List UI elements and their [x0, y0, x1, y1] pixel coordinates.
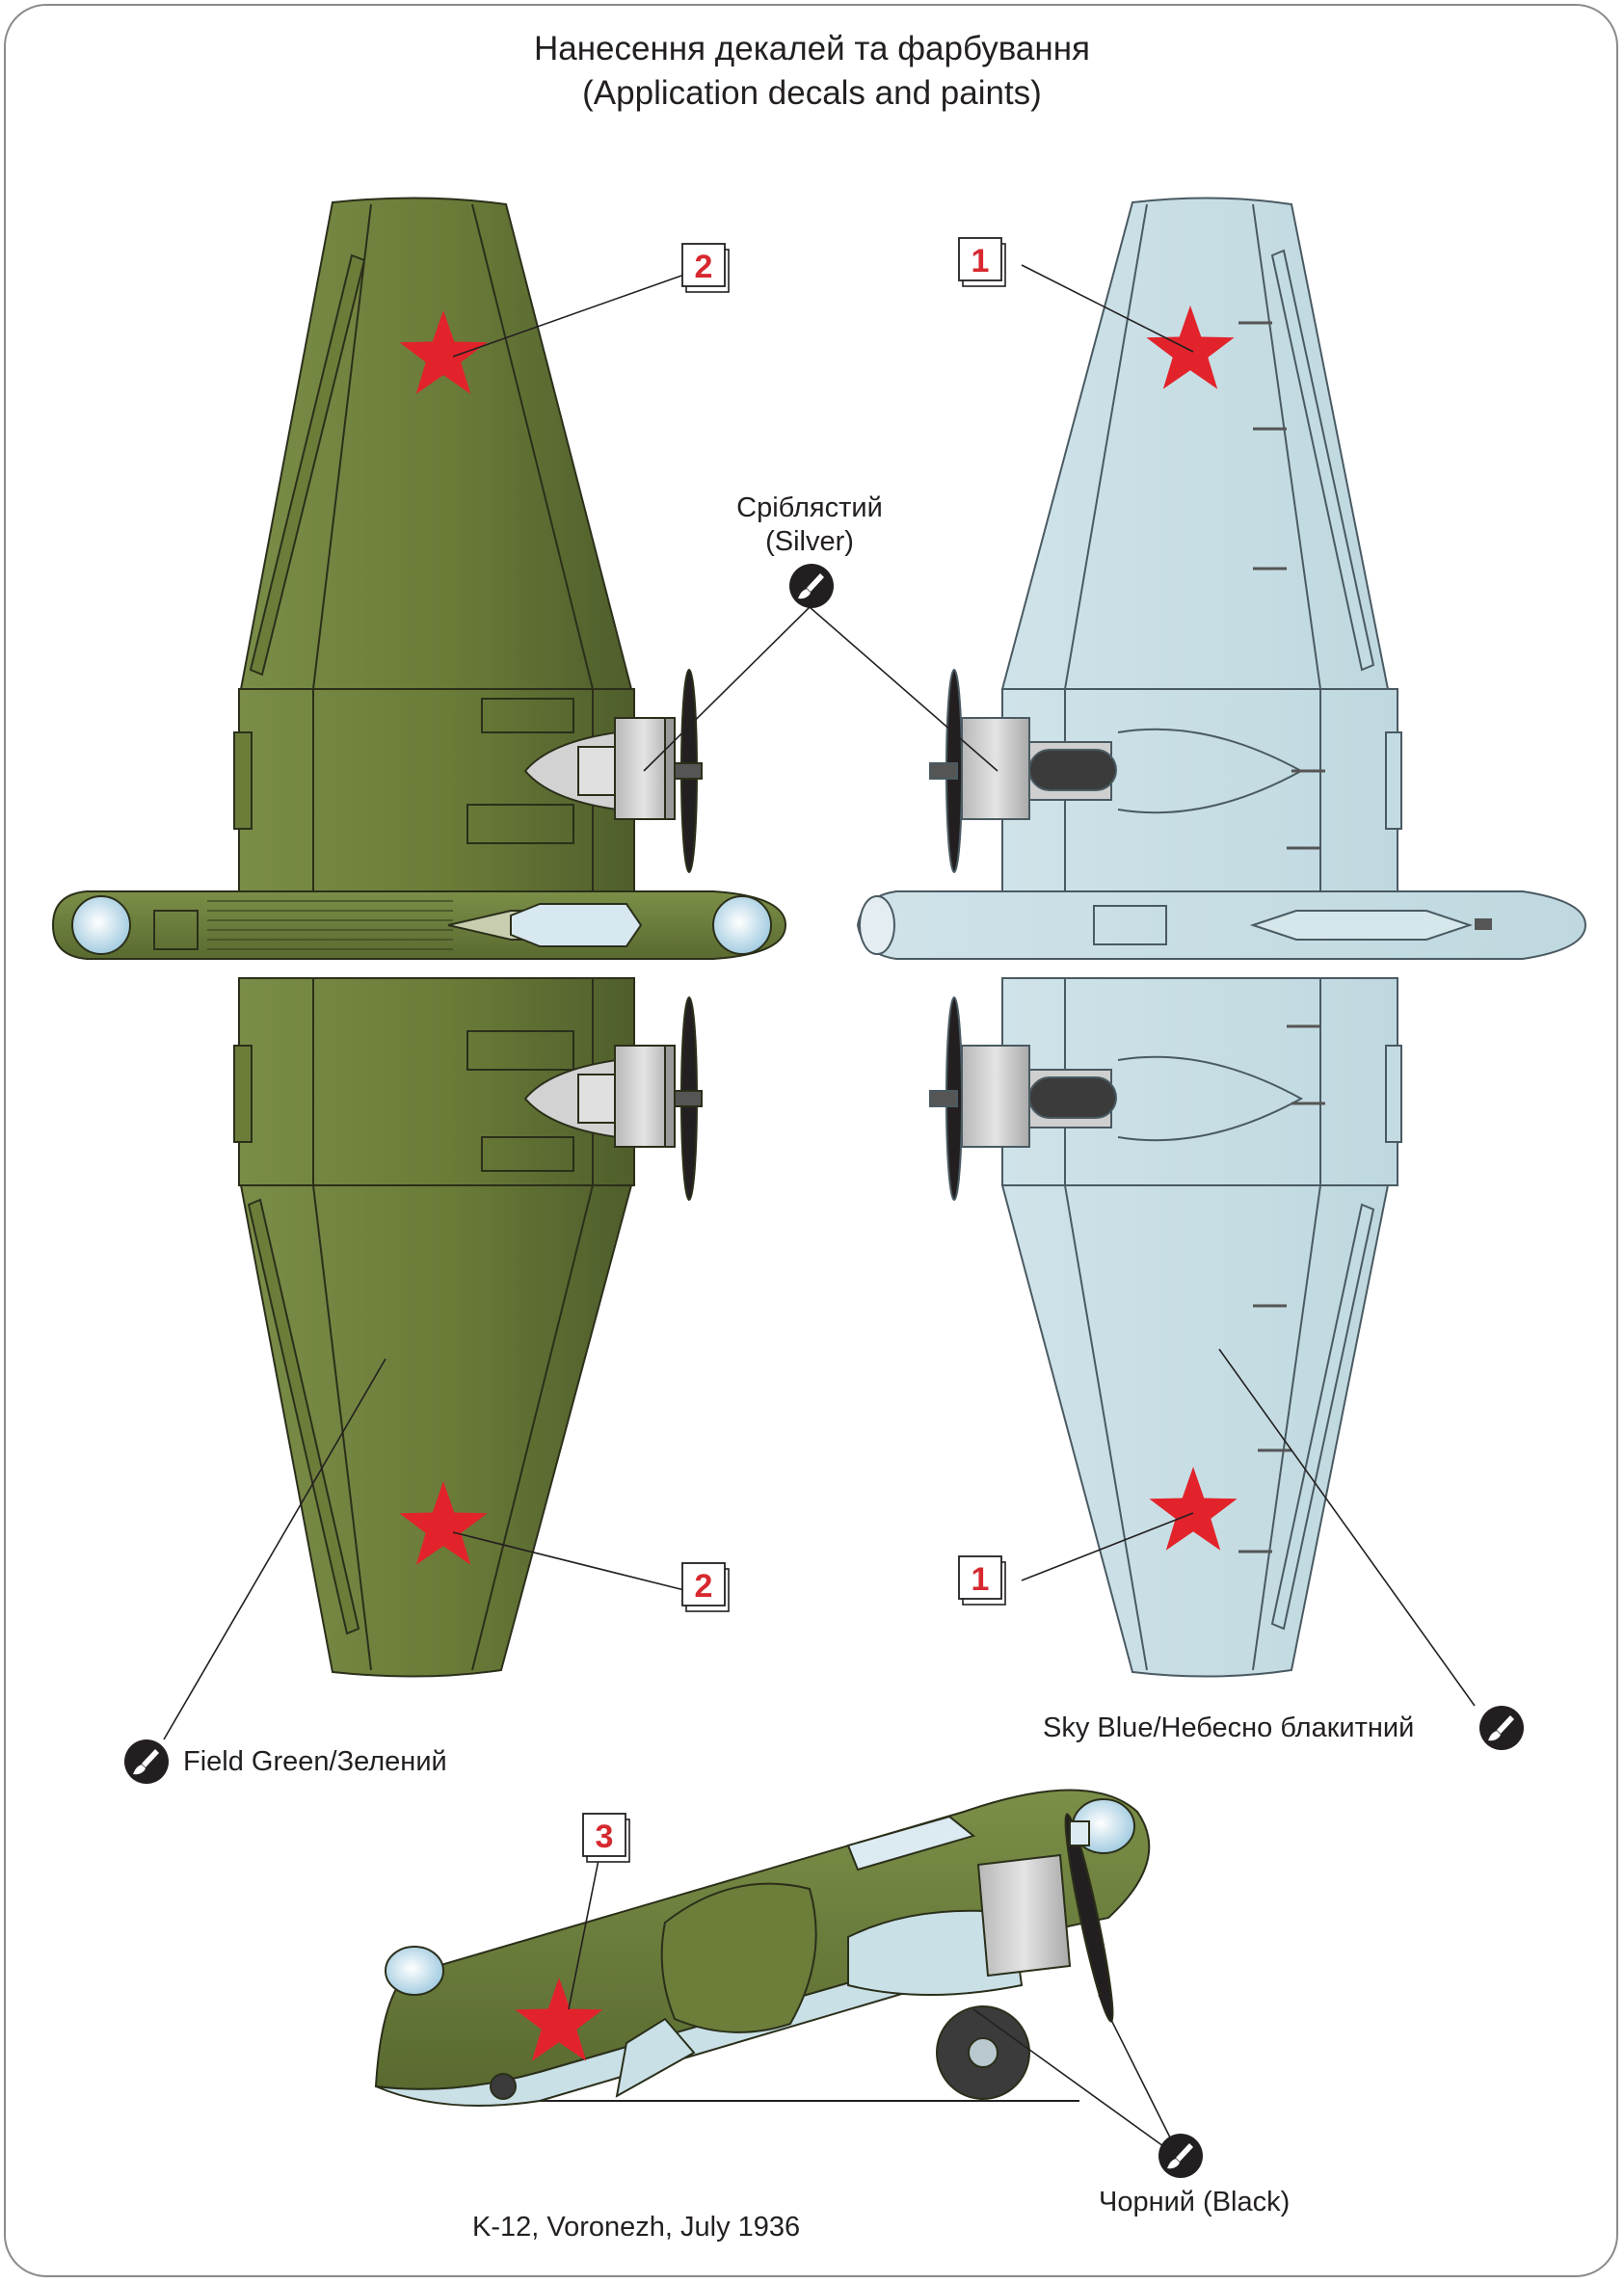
black-label: Чорний (Black) — [1099, 2187, 1291, 2217]
decal-box-lower-right-top: 1 — [958, 237, 1006, 287]
lower-right-engine-bottom — [929, 996, 1117, 1201]
silver-label-ua: Сріблястий — [736, 492, 883, 523]
paint-brush-icon — [1479, 1706, 1524, 1750]
field-green-label: Field Green/Зелений — [183, 1746, 447, 1777]
decal-number: 1 — [972, 243, 990, 279]
decal-box-lower-right-bottom: 1 — [958, 1555, 1006, 1606]
aircraft-caption: K-12, Voronezh, July 1936 — [472, 2212, 801, 2243]
decal-box-upper-left-bottom: 2 — [681, 1562, 730, 1612]
paint-brush-icon — [789, 564, 834, 608]
paint-brush-icon — [1158, 2134, 1203, 2178]
sky-blue-label: Sky Blue/Небесно блакитний — [1043, 1712, 1415, 1743]
decal-number: 1 — [972, 1561, 990, 1598]
decal-number: 3 — [596, 1818, 614, 1855]
upper-left-engine-top — [523, 669, 703, 873]
decal-number: 2 — [695, 1568, 713, 1605]
lower-view-blue — [856, 197, 1587, 1678]
silver-label-en: (Silver) — [765, 526, 854, 557]
leader-lines — [163, 264, 1476, 2160]
side-view — [374, 1789, 1151, 2107]
decal-box-side: 3 — [582, 1813, 630, 1863]
decal-number: 2 — [695, 249, 713, 285]
page-frame — [4, 4, 1618, 2277]
decal-box-upper-left-top: 2 — [681, 243, 730, 293]
paint-brush-icon — [124, 1739, 169, 1784]
upper-view-green — [51, 197, 787, 1678]
page-title: Нанесення декалей та фарбування — [533, 30, 1091, 67]
page-subtitle: (Application decals and paints) — [582, 74, 1042, 112]
upper-left-engine-bottom — [523, 996, 703, 1201]
lower-right-engine-top — [929, 669, 1117, 873]
